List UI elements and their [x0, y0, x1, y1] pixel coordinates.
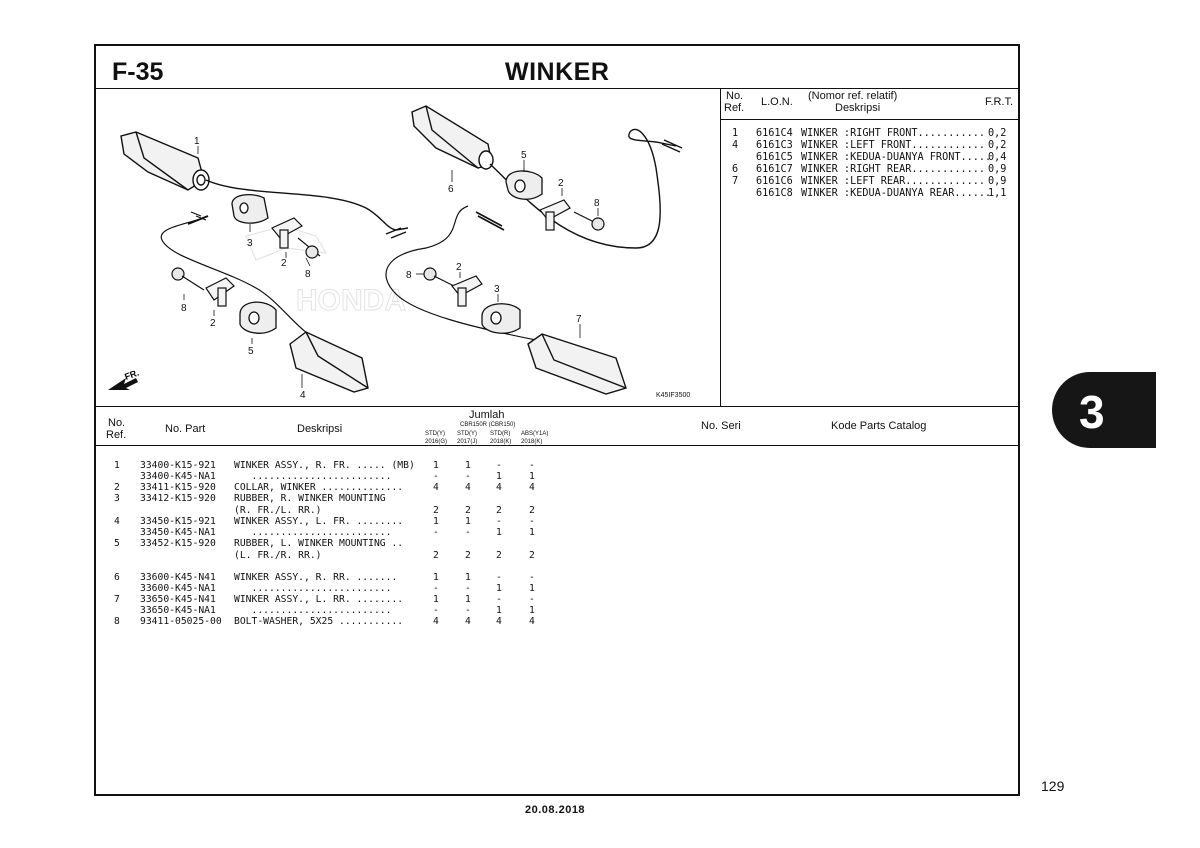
parts-header-catalog: Kode Parts Catalog — [831, 420, 927, 432]
parts-header-divider — [96, 445, 1018, 446]
bolt-8c — [573, 211, 605, 231]
parts-col-2-top: STD(Y) — [457, 431, 477, 437]
parts-col-3-top: STD(R) — [490, 431, 511, 437]
parts-col-1-bottom: 2016(G) — [425, 439, 448, 445]
callout-2a: 2 — [281, 258, 287, 269]
callout-1: 1 — [194, 136, 200, 147]
callout-5b: 5 — [521, 150, 527, 161]
title-divider — [96, 88, 1018, 89]
parts-header-seri: No. Seri — [701, 420, 741, 432]
parts-col-3-bottom: 2018(K) — [490, 439, 512, 445]
callout-6: 6 — [448, 184, 454, 195]
parts-col-2-bottom: 2017(J) — [457, 439, 478, 445]
collar-2d — [451, 275, 483, 307]
diagram-divider — [720, 88, 721, 406]
lon-header-desc-1: (Nomor ref. relatif) — [808, 90, 898, 102]
rubber-mount-5a — [239, 301, 277, 334]
front-arrow: FR. — [108, 368, 140, 390]
collar-2c — [539, 199, 571, 231]
parts-header-no: No. — [108, 417, 126, 429]
callout-7: 7 — [576, 314, 582, 325]
page-title: WINKER — [505, 58, 610, 86]
diagram-code: K45IF3500 — [656, 392, 691, 399]
parts-header-desc: Deskripsi — [297, 423, 343, 435]
lon-header-lon: L.O.N. — [761, 96, 793, 108]
callout-5a: 5 — [248, 346, 254, 357]
callout-2c: 2 — [558, 178, 564, 189]
collar-2a — [271, 217, 303, 249]
table-row: 33600-K45-NA1 ........................--… — [140, 583, 535, 594]
parts-col-1-top: STD(Y) — [425, 431, 445, 437]
callout-8c: 8 — [594, 198, 600, 209]
parts-col-4-top: ABS(Y1A) — [521, 431, 549, 437]
table-row: 33450-K45-NA1 ........................--… — [140, 527, 535, 538]
parts-header-ref: Ref. — [106, 429, 127, 441]
print-date: 20.08.2018 — [525, 804, 586, 816]
callout-3b: 3 — [494, 284, 500, 295]
chapter-number: 3 — [1079, 386, 1105, 438]
callout-leaders — [183, 146, 599, 388]
bolt-8b — [171, 267, 205, 291]
table-row: 33650-K45-NA1 ........................--… — [140, 605, 535, 616]
winker-right-rear — [411, 105, 683, 249]
page-frame — [94, 44, 1020, 796]
rubber-mount-3 — [231, 193, 269, 224]
winker-left-rear — [527, 333, 627, 395]
diagram-bottom-divider — [96, 406, 1018, 407]
lon-header-ref: Ref. — [724, 102, 745, 114]
wiring-rear-left — [385, 205, 537, 341]
honda-watermark: HONDA — [245, 225, 407, 318]
lon-header-divider — [721, 119, 1018, 120]
callout-8b: 8 — [181, 303, 187, 314]
rubber-mount-5b — [505, 170, 543, 200]
bolt-8d — [423, 267, 455, 287]
bolt-8a — [297, 237, 321, 259]
lon-header-no: No. — [726, 90, 744, 102]
lon-header-frt: F.R.T. — [985, 96, 1014, 108]
callout-2b: 2 — [210, 318, 216, 329]
wiring-front-left — [160, 211, 322, 341]
table-row: 33400-K45-NA1 ........................--… — [140, 471, 535, 482]
watermark-text: HONDA — [296, 284, 406, 317]
callout-4: 4 — [300, 390, 306, 401]
exploded-diagram: HONDA — [108, 105, 683, 401]
chapter-tab — [1052, 372, 1156, 448]
callout-8a: 8 — [305, 269, 311, 280]
parts-header-part: No. Part — [165, 423, 206, 435]
parts-col-4-bottom: 2018(K) — [521, 439, 543, 445]
callout-2d: 2 — [456, 262, 462, 273]
lon-header-desc-2: Deskripsi — [835, 102, 881, 114]
parts-header-model: CBR150R (CBR150) — [460, 422, 516, 428]
rubber-mount-3b — [481, 303, 521, 334]
page-number: 129 — [1041, 778, 1065, 794]
collar-2b — [205, 277, 235, 307]
callout-8d: 8 — [406, 270, 412, 281]
winker-right-front — [120, 131, 409, 239]
callout-3a: 3 — [247, 238, 253, 249]
front-arrow-label: FR. — [123, 368, 140, 382]
winker-left-front — [289, 331, 369, 393]
page-code: F-35 — [112, 58, 164, 86]
parts-header-jumlah: Jumlah — [469, 409, 505, 421]
